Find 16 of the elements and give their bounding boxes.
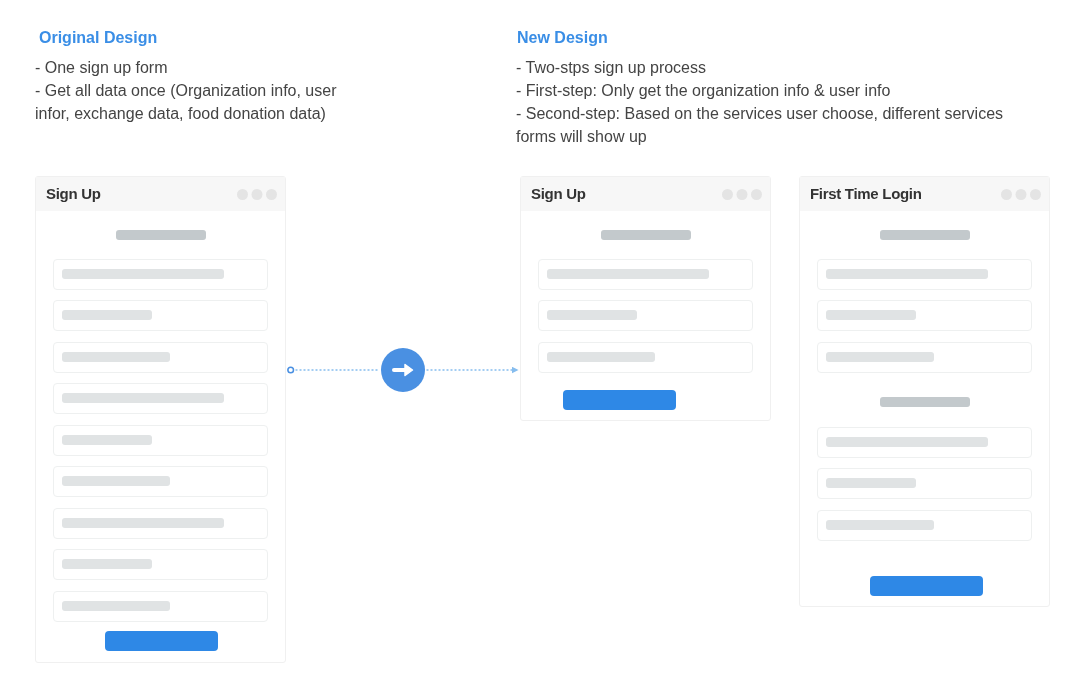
dotted-connector (286, 366, 381, 374)
bullet-text: - Two-stps sign up process (516, 58, 707, 78)
bullet-text: - Get all data once (Organization info, user infor, exchange data, food donation data) (35, 81, 338, 124)
window-title: First Time Login (810, 185, 922, 203)
form-window (799, 176, 1050, 607)
form-window (520, 176, 771, 421)
bullet-text: - One sign up form (35, 58, 169, 78)
window-title: Sign Up (531, 185, 586, 203)
bullet-text: - First-step: Only get the organization info & user info (516, 81, 892, 101)
section-heading: New Design (517, 28, 609, 48)
dotted-connector (425, 366, 520, 374)
bullet-text: - Second-step: Based on the services user choose, different services forms will show up (516, 104, 1005, 147)
form-window (35, 176, 286, 663)
circle-node (381, 348, 425, 392)
window-title: Sign Up (46, 185, 101, 203)
section-heading: Original Design (39, 28, 159, 48)
